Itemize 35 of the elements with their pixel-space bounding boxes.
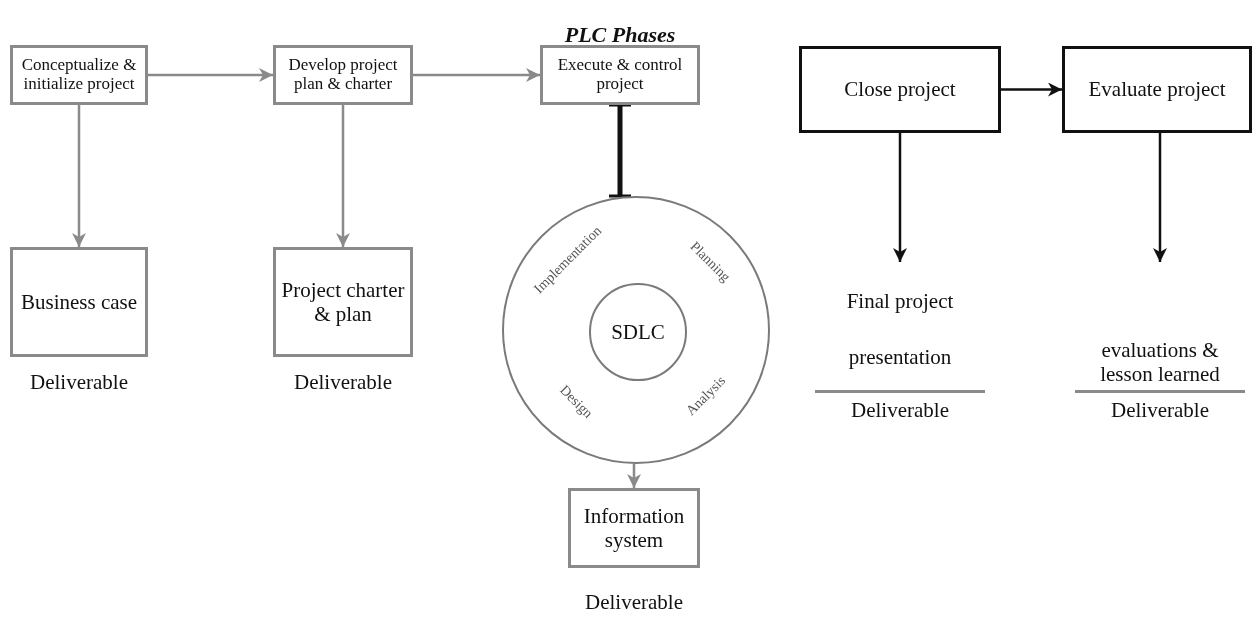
node-text: Information system [582,503,686,553]
arrow [336,105,350,247]
process-box [540,45,700,105]
sdlc-ring [502,196,770,464]
arrow [148,68,273,82]
node-text: Develop project plan & charter [287,56,399,94]
node-text: Execute & control project [556,56,684,94]
arrow [627,464,641,488]
arrow [72,105,86,247]
process-box [10,45,148,105]
arrow [413,68,540,82]
node-text: Final project presentation [845,287,955,372]
arrow [893,133,907,262]
process-box [273,247,413,357]
node-text: Close project [844,77,956,102]
node-text: Evaluate project [1088,77,1226,102]
process-box [799,46,1001,133]
process-box [273,45,413,105]
node-text: Project charter & plan [280,277,406,327]
deliverable-label: Deliverable [294,370,392,395]
process-box [10,247,148,357]
deliverable-label: Deliverable [1111,398,1209,423]
process-box [1062,46,1252,133]
arrow [1153,133,1167,262]
deliverable-label: Deliverable [30,370,128,395]
node-text: Conceptualize & initialize project [20,56,138,94]
diagram-title: PLC Phases [563,22,677,48]
deliverable-label: Deliverable [585,590,683,615]
process-box [568,488,700,568]
node-text: Business case [20,289,138,315]
node-text: SDLC [611,319,665,345]
connector-line [607,103,633,198]
deliverable-label: Deliverable [851,398,949,423]
arrow [1001,82,1062,97]
node-text: evaluations & lesson learned [1099,337,1221,386]
